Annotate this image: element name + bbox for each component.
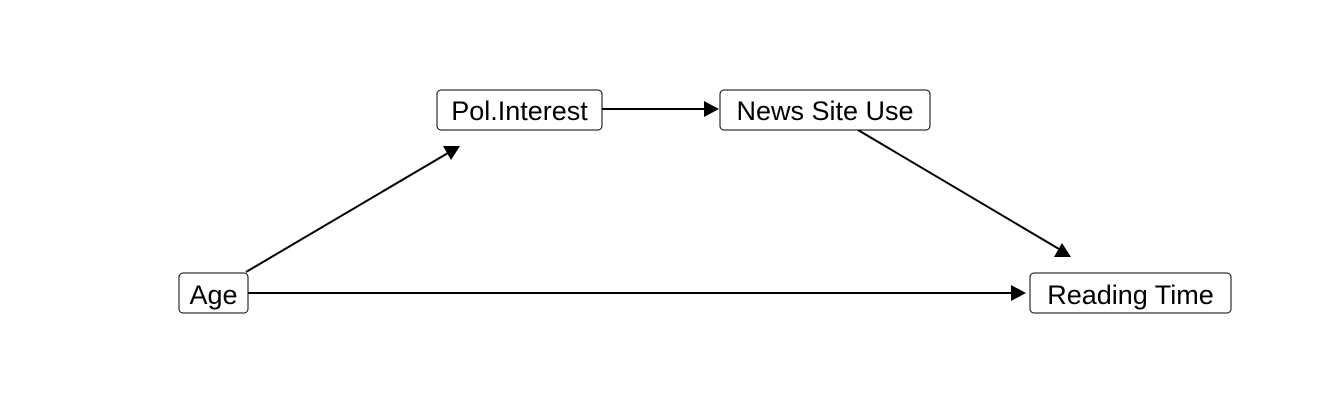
node-reading-time: Reading Time	[1029, 272, 1232, 314]
node-news-site-use: News Site Use	[719, 89, 931, 131]
edge-news-site-use-to-reading-time	[857, 129, 1071, 257]
node-age: Age	[178, 272, 249, 314]
node-pol-interest-label: Pol.Interest	[451, 96, 588, 126]
node-pol-interest: Pol.Interest	[436, 89, 603, 131]
node-reading-time-box	[1029, 272, 1232, 314]
edge-pol-interest-to-news-site-use	[602, 101, 719, 117]
node-reading-time-label: Reading Time	[1047, 280, 1214, 310]
edges-group	[245, 101, 1071, 301]
edge-age-to-pol-interest	[245, 146, 460, 273]
node-age-box	[178, 272, 249, 314]
node-pol-interest-box	[436, 89, 603, 131]
edge-age-to-reading-time	[248, 285, 1026, 301]
node-news-site-use-label: News Site Use	[736, 96, 913, 126]
node-age-label: Age	[189, 280, 237, 310]
node-news-site-use-box	[719, 89, 931, 131]
